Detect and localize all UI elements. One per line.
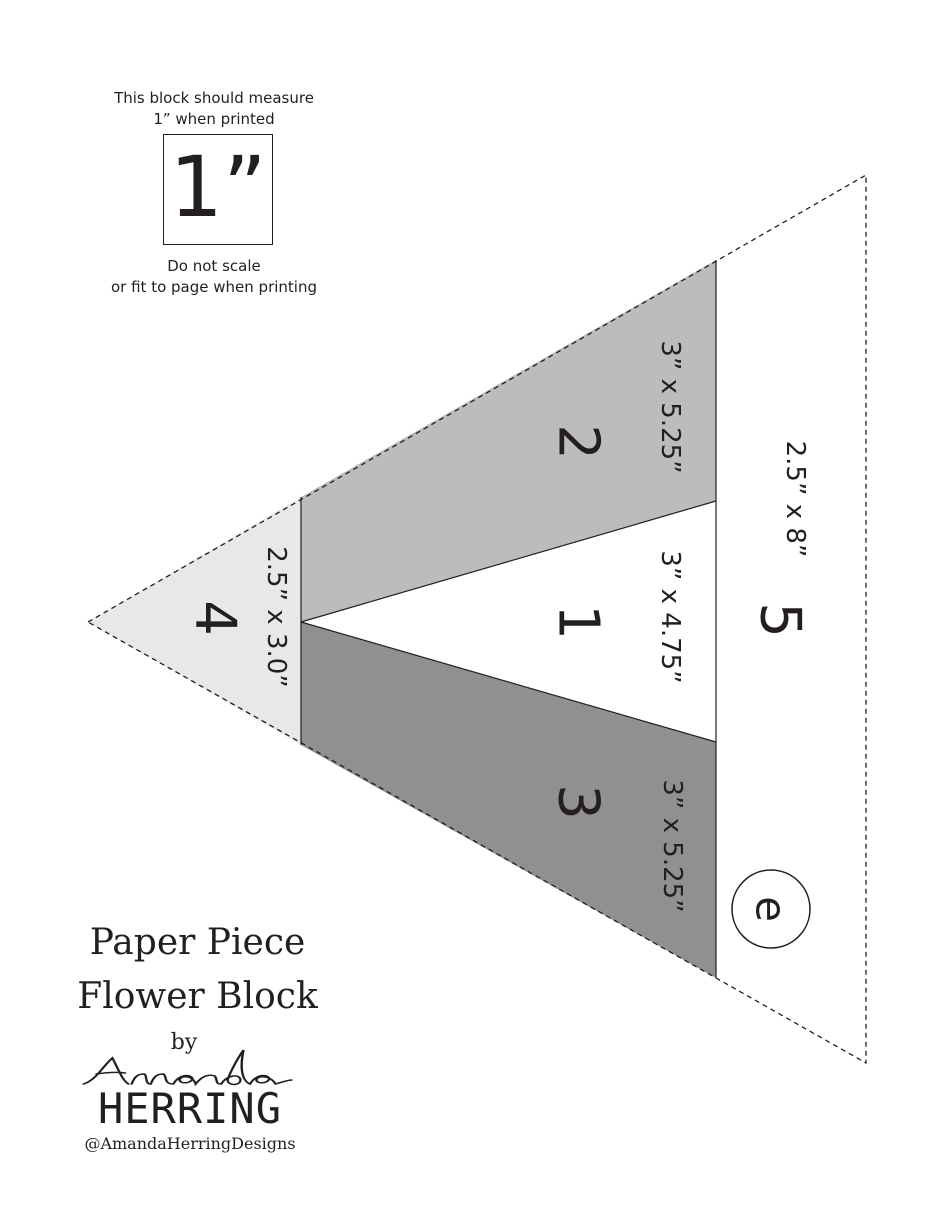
piece-3-size: 3” x 5.25” <box>657 779 687 912</box>
piece-4-size: 2.5” x 3.0” <box>261 546 291 688</box>
section-letter: e <box>747 896 796 922</box>
scale-warning-line-2: or fit to page when printing <box>111 278 317 296</box>
one-inch-test-square: 1” <box>163 134 273 245</box>
scale-instruction-line-2: 1” when printed <box>153 110 275 128</box>
seam-allowance-outline <box>86 173 867 1065</box>
herring-wordmark: HERRING <box>97 1084 282 1133</box>
scale-warning-line-1: Do not scale <box>167 257 261 275</box>
scale-instruction-top: This block should measure 1” when printe… <box>90 88 338 130</box>
piece-4-number: 4 <box>183 600 248 636</box>
section-letter-circle <box>731 869 811 949</box>
piece-2-region <box>301 260 716 622</box>
piece-5-region <box>716 175 866 1063</box>
title-line-2: Flower Block <box>77 976 318 1017</box>
seam-line <box>300 500 717 623</box>
seam-line <box>300 621 717 743</box>
title-line-1: Paper Piece <box>89 922 306 963</box>
piece-1-number: 1 <box>546 604 611 640</box>
piece-2-number: 2 <box>546 424 611 460</box>
amanda-signature-logo <box>82 1049 293 1087</box>
scale-instruction-line-1: This block should measure <box>114 89 314 107</box>
piece-5-number: 5 <box>748 602 813 638</box>
piece-5-size: 2.5” x 8” <box>780 441 810 558</box>
scale-instruction-bottom: Do not scale or fit to page when printin… <box>90 256 338 298</box>
designer-handle: @AmandaHerringDesigns <box>84 1134 296 1153</box>
one-inch-label: 1” <box>169 138 267 236</box>
by-label: by <box>170 1030 198 1055</box>
piece-4-region <box>88 497 301 745</box>
piece-1-region <box>301 501 716 742</box>
piece-3-region <box>301 622 716 978</box>
piece-3-number: 3 <box>546 784 611 820</box>
piece-1-size: 3” x 4.75” <box>655 550 685 683</box>
piece-2-size: 3” x 5.25” <box>655 340 685 473</box>
